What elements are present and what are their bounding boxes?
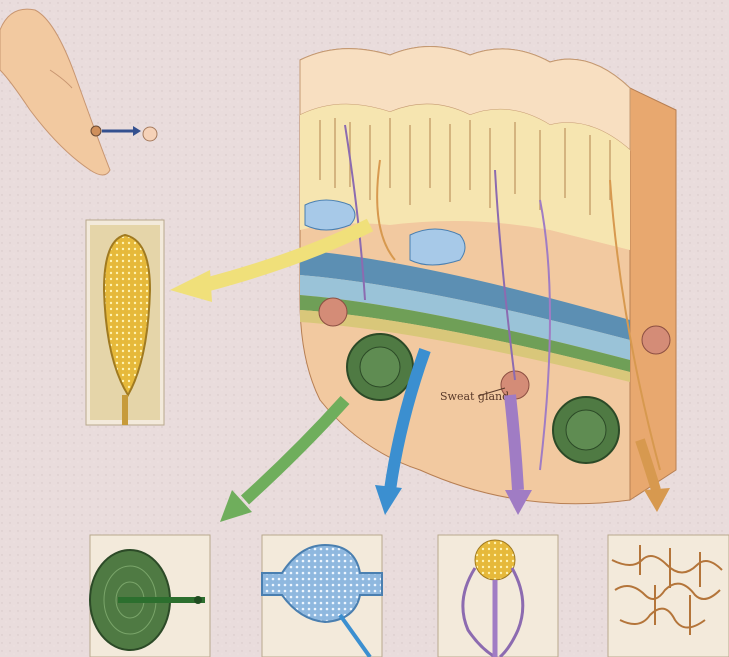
skin-block-icon: Sweat gland — [300, 47, 676, 504]
ruffini-ending-icon — [262, 535, 382, 657]
pacinian-corpuscle-icon — [90, 535, 210, 657]
gland-label: Sweat gland — [440, 390, 509, 403]
merkel-disk-icon — [438, 535, 558, 657]
meissner-corpuscle-icon — [86, 220, 164, 425]
free-nerve-ending-icon — [608, 535, 729, 657]
purple-arrow — [510, 395, 518, 490]
